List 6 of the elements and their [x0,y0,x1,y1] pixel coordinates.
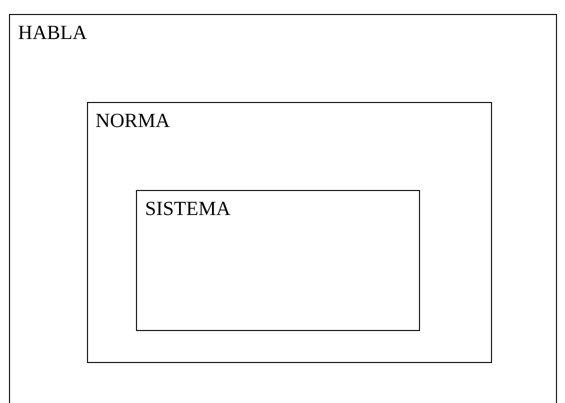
container-box [136,190,420,331]
box-title: SISTEMA [145,198,231,221]
container-box [9,14,557,403]
box-title: HABLA [18,22,87,45]
box-title: NORMA [96,110,170,132]
container-box [86,102,492,362]
